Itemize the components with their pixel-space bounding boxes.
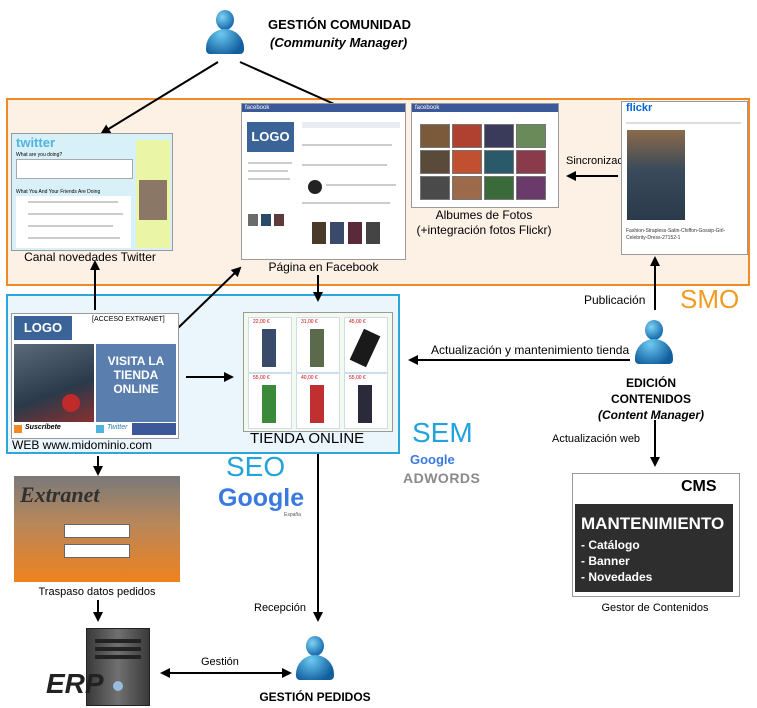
- community-manager-icon: [206, 10, 244, 54]
- arrow-web-to-facebook: [177, 266, 242, 329]
- gestion-label: Gestión: [201, 656, 239, 668]
- erp-label: ERP: [46, 668, 104, 699]
- twitter-logo: twitter: [16, 135, 55, 150]
- twitter-friends-heading: What You And Your Friends Are Doing: [16, 189, 101, 195]
- facebook-logo-box: LOGO: [247, 122, 294, 152]
- seo-label: SEO: [226, 451, 286, 482]
- cms-item-novedades: - Novedades: [581, 570, 653, 584]
- content-manager-line1: EDICIÓN: [625, 376, 676, 390]
- product-4[interactable]: [262, 385, 276, 423]
- flickr-screenshot: flickr Fashion-Strapless-Satin-Chiffon-G…: [621, 101, 748, 255]
- web-screenshot: LOGO [ACCESO EXTRANET] VISITA LA TIENDA …: [11, 313, 179, 439]
- rss-icon: [14, 425, 22, 433]
- cms-window: CMS MANTENIMIENTO - Catálogo - Banner - …: [572, 473, 740, 597]
- web-twitter-link[interactable]: Twitter: [107, 424, 128, 431]
- product-5[interactable]: [310, 385, 324, 423]
- price-4: 55,00 €: [253, 375, 270, 381]
- flickr-brand: flickr: [626, 102, 653, 114]
- price-1: 22,00 €: [253, 319, 270, 325]
- product-1[interactable]: [262, 329, 276, 367]
- web-extranet-access[interactable]: [ACCESO EXTRANET]: [92, 316, 165, 323]
- content-manager-icon: [635, 320, 673, 364]
- arrow-cm-to-twitter: [100, 61, 219, 135]
- tienda-caption: TIENDA ONLINE: [250, 430, 365, 447]
- publicacion-label: Publicación: [584, 293, 646, 307]
- cms-panel: MANTENIMIENTO - Catálogo - Banner - Nove…: [575, 504, 733, 592]
- twitter-small-icon: [96, 425, 104, 433]
- recepcion-label: Recepción: [254, 602, 306, 614]
- community-manager-subtitle: (Community Manager): [270, 35, 408, 50]
- flickr-photo-caption: Fashion-Strapless-Satin-Chiffon-Gossip-G…: [626, 228, 726, 241]
- community-manager-title: GESTIÓN COMUNIDAD: [268, 17, 411, 32]
- pedidos-manager-icon: [296, 636, 334, 680]
- content-manager-role: (Content Manager): [598, 408, 704, 422]
- price-2: 31,00 €: [301, 319, 318, 325]
- albums-screenshot: facebook: [411, 103, 559, 208]
- facebook-brand: facebook: [242, 104, 405, 112]
- seo-espana: España: [284, 512, 301, 518]
- price-6: 55,00 €: [349, 375, 366, 381]
- twitter-sidebar: [136, 140, 170, 248]
- web-banner-line3: ONLINE: [113, 382, 159, 396]
- smo-label: SMO: [680, 284, 740, 314]
- web-photo: [14, 344, 94, 422]
- albums-caption-line2: (+integración fotos Flickr): [416, 223, 552, 237]
- extranet-username-field[interactable]: [64, 524, 130, 538]
- web-banner-line1: VISITA LA: [107, 354, 165, 368]
- twitter-timeline: [16, 196, 131, 248]
- cms-heading: MANTENIMIENTO: [581, 514, 725, 533]
- sem-adwords: ADWORDS: [403, 470, 481, 486]
- web-logo: LOGO: [14, 316, 72, 340]
- web-subscribe[interactable]: Suscríbete: [25, 424, 61, 431]
- twitter-input-box: [16, 159, 133, 179]
- seo-google-logo: Google: [218, 484, 305, 512]
- facebook-caption: Página en Facebook: [268, 260, 379, 274]
- albums-facebook-brand: facebook: [412, 104, 558, 112]
- albums-caption-line1: Albumes de Fotos: [435, 208, 533, 222]
- actualizacion-web-label: Actualización web: [552, 433, 641, 445]
- twitter-caption: Canal novedades Twitter: [24, 250, 156, 264]
- sync-label: Sincronización: [566, 155, 638, 167]
- tienda-screenshot: 22,00 € 31,00 € 45,00 € 55,00 € 40,00 € …: [243, 312, 393, 432]
- erp-server-icon: [86, 628, 150, 706]
- price-5: 40,00 €: [301, 375, 318, 381]
- cms-title: CMS: [681, 478, 717, 495]
- extranet-panel: Extranet: [14, 476, 180, 582]
- web-banner[interactable]: VISITA LA TIENDA ONLINE: [96, 344, 176, 422]
- cms-item-catalogo: - Catálogo: [581, 538, 640, 552]
- facebook-logo-text: LOGO: [251, 129, 290, 144]
- web-caption: WEB www.midominio.com: [12, 438, 153, 452]
- extranet-caption: Traspaso datos pedidos: [38, 586, 156, 598]
- web-banner-line2: TIENDA: [113, 368, 159, 382]
- actualizacion-tienda-label: Actualización y mantenimiento tienda: [431, 343, 630, 357]
- pedidos-title: GESTIÓN PEDIDOS: [259, 690, 371, 704]
- sem-google-logo: Google: [410, 452, 455, 467]
- price-3: 45,00 €: [349, 319, 366, 325]
- cms-item-banner: - Banner: [581, 554, 630, 568]
- facebook-screenshot: facebook LOGO: [241, 103, 406, 260]
- extranet-title: Extranet: [20, 482, 100, 507]
- sem-label: SEM: [412, 417, 473, 448]
- cms-caption: Gestor de Contenidos: [601, 602, 709, 614]
- extranet-password-field[interactable]: [64, 544, 130, 558]
- product-2[interactable]: [310, 329, 324, 367]
- twitter-prompt: What are you doing?: [16, 152, 63, 158]
- flickr-photo: [627, 130, 685, 220]
- product-6[interactable]: [358, 385, 372, 423]
- twitter-screenshot: twitter What are you doing? What You And…: [11, 133, 173, 251]
- content-manager-line2: CONTENIDOS: [610, 392, 691, 406]
- facebook-small-icon: [132, 423, 176, 435]
